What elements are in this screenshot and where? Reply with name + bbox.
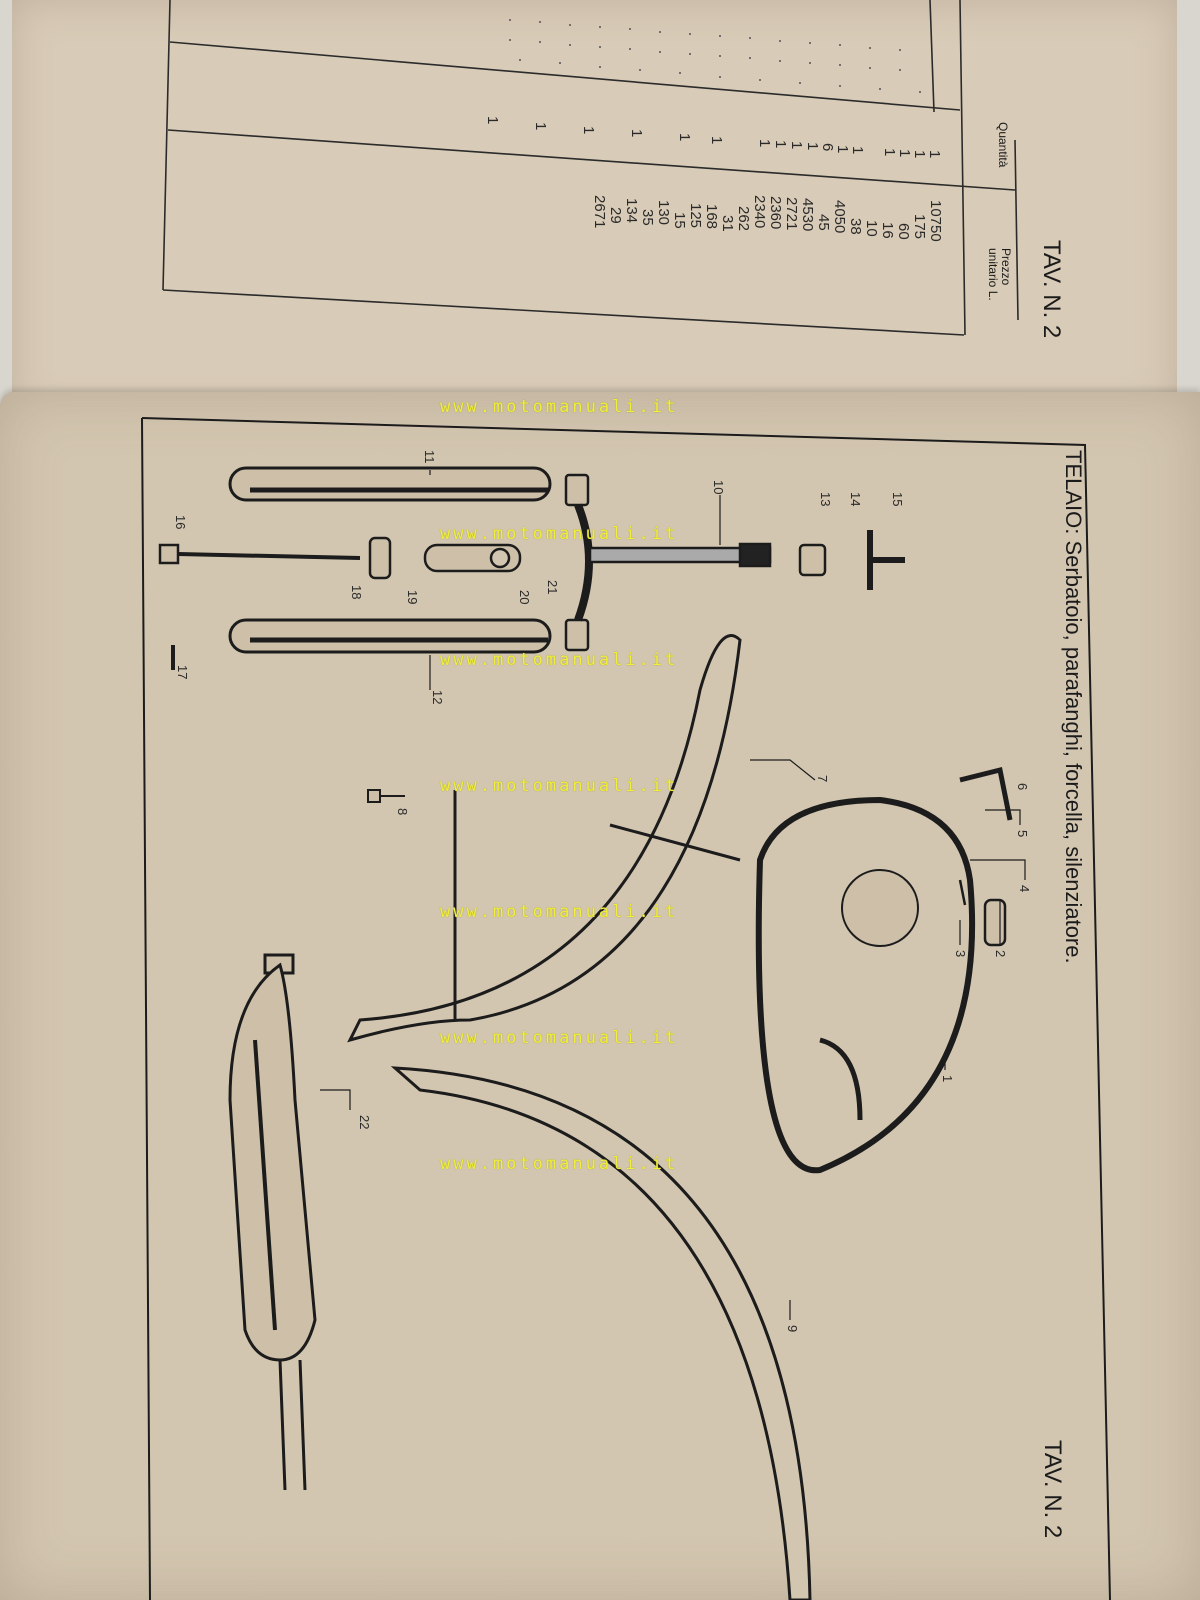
price-list-page: [12, 0, 1177, 418]
callout-3: 3: [953, 950, 968, 958]
callout-21: 21: [545, 580, 560, 595]
callout-12: 12: [430, 690, 445, 705]
callout-9: 9: [785, 1325, 800, 1333]
callout-1: 1: [940, 1075, 955, 1083]
callout-15: 15: [890, 492, 905, 507]
callout-20: 20: [517, 590, 532, 605]
watermark: www.motomanuali.it: [440, 1028, 679, 1048]
callout-16: 16: [173, 515, 188, 530]
watermark: www.motomanuali.it: [440, 1154, 679, 1174]
stays: [453, 790, 741, 1020]
bottom-plate-number: TAV. N. 2: [1039, 1440, 1066, 1539]
callout-2: 2: [993, 950, 1008, 958]
small-parts: [171, 530, 905, 670]
watermark: www.motomanuali.it: [440, 776, 679, 796]
fork-leg-11: [228, 466, 552, 502]
dotted-leaders: [509, 19, 921, 93]
diagram-page: [0, 392, 1200, 1600]
watermark: www.motomanuali.it: [440, 650, 679, 670]
silencer-22: [228, 953, 317, 1491]
callout-8: 8: [395, 808, 410, 816]
rear-mudguard-9: [390, 1066, 812, 1600]
callout-18: 18: [349, 585, 364, 600]
callout-4: 4: [1017, 885, 1032, 893]
callout-5: 5: [1015, 830, 1030, 838]
callout-7: 7: [815, 775, 830, 783]
watermark: www.motomanuali.it: [440, 524, 679, 544]
callout-19: 19: [405, 590, 420, 605]
callout-6: 6: [1015, 783, 1030, 791]
watermark: www.motomanuali.it: [440, 397, 679, 417]
front-mudguard-7: [347, 634, 742, 1043]
callout-22: 22: [357, 1115, 372, 1130]
bolt-8: [367, 789, 405, 803]
callout-14: 14: [848, 492, 863, 507]
callout-17: 17: [175, 665, 190, 680]
callout-13: 13: [818, 492, 833, 507]
callout-10: 10: [711, 480, 726, 495]
watermark: www.motomanuali.it: [440, 902, 679, 922]
rod-16: [158, 543, 361, 565]
fork-crown-10: [564, 473, 772, 652]
fuel-tank-1: [755, 796, 976, 1174]
fork-leg-12: [228, 618, 552, 654]
callout-11: 11: [422, 450, 437, 464]
diagram-title: TELAIO: Serbatoio, parafanghi, forcella,…: [1061, 450, 1086, 964]
